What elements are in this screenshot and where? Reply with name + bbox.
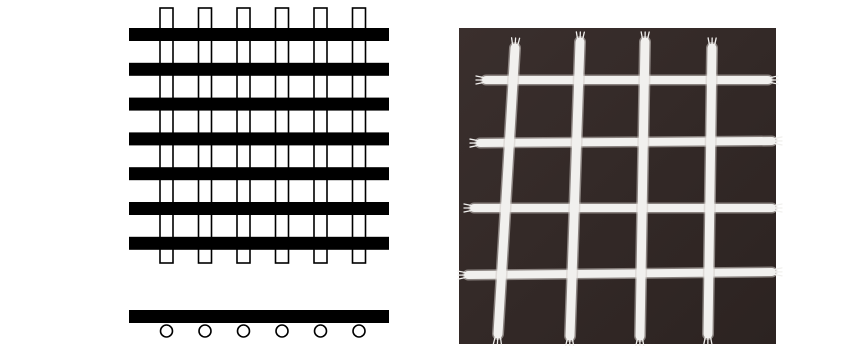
horizontal-band <box>129 202 389 215</box>
horizontal-band <box>129 63 389 76</box>
photo-vertical-strand <box>704 38 716 344</box>
weave-cross-section <box>129 310 389 337</box>
horizontal-band <box>129 132 389 145</box>
photo-horizontal-strand <box>476 76 778 84</box>
cross-section-strand <box>315 325 327 337</box>
weave-schematic-diagram <box>129 8 389 337</box>
cross-section-strand <box>161 325 173 337</box>
horizontal-band <box>129 28 389 41</box>
cross-section-strand-group <box>161 325 366 337</box>
cross-section-strand <box>353 325 365 337</box>
photo-horizontal-strand <box>464 204 782 212</box>
horizontal-band <box>129 237 389 250</box>
cross-section-strand <box>199 325 211 337</box>
cross-section-strand <box>276 325 288 337</box>
weave-top-view <box>129 8 389 263</box>
horizontal-band <box>129 98 389 111</box>
cross-section-band <box>129 310 389 323</box>
horizontal-band <box>129 167 389 180</box>
cross-section-band-group <box>129 310 389 323</box>
grid-photograph <box>458 28 782 346</box>
photo-horizontal-strand <box>470 137 782 147</box>
cross-section-strand <box>238 325 250 337</box>
